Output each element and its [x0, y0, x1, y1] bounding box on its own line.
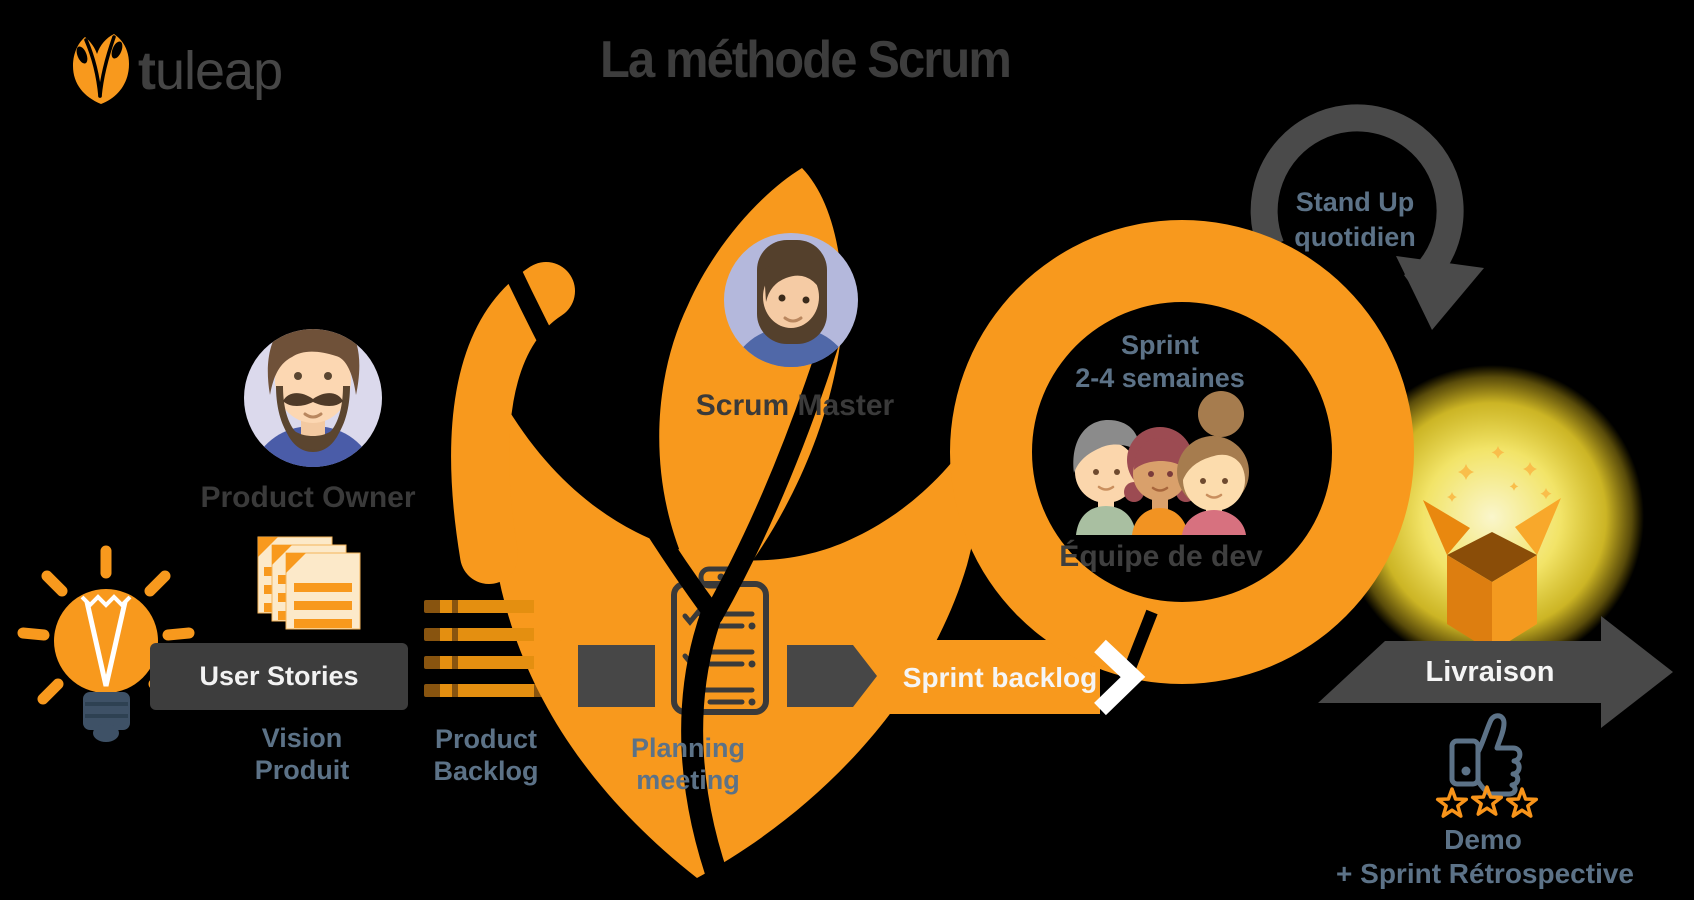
- product-owner-label: Product Owner: [200, 481, 416, 514]
- product-backlog-line2: Backlog: [433, 756, 539, 786]
- planning-meeting-label: Planning meeting: [631, 732, 745, 796]
- thumbs-up-icon: [1449, 713, 1523, 797]
- dev-team-avatars: [1073, 391, 1249, 535]
- rating-stars-icon: [1435, 785, 1539, 818]
- standup-line1: Stand Up: [1295, 187, 1415, 217]
- dev-team-label: Équipe de dev: [1059, 540, 1263, 573]
- product-owner-avatar: [244, 329, 382, 467]
- standup-loop-icon: [1250, 104, 1484, 330]
- tuleap-logo-icon: [73, 34, 129, 104]
- flow-chevron-icon: [1094, 639, 1146, 716]
- planning-line1: Planning: [631, 733, 745, 763]
- livraison-label: Livraison: [1425, 656, 1555, 688]
- brand-rest: uleap: [154, 41, 283, 101]
- standup-line2: quotidien: [1294, 222, 1416, 252]
- sprint-line1: Sprint: [1120, 330, 1199, 360]
- retrospective-label: + Sprint Rétrospective: [1336, 858, 1634, 889]
- scrum-master-label: Scrum Master: [695, 389, 895, 422]
- page-title: La méthode Scrum: [600, 31, 1012, 89]
- product-backlog-line1: Product: [434, 724, 538, 754]
- vision-produit-label: Vision Produit: [255, 722, 350, 786]
- sprint-backlog-label: Sprint backlog: [902, 662, 1098, 693]
- product-backlog-label: Product Backlog: [433, 723, 538, 787]
- planning-line2: meeting: [636, 765, 740, 795]
- vision-line2: Produit: [254, 755, 350, 785]
- forward-arrow-icon: [787, 645, 877, 707]
- brand-wordmark: tuleap: [138, 40, 283, 102]
- release-glow: [1340, 365, 1644, 669]
- livraison-arrow: [1318, 616, 1673, 728]
- backlog-list-icon: [424, 600, 562, 697]
- standup-label: Stand Up quotidien: [1294, 185, 1415, 255]
- sprint-duration-label: Sprint 2-4 semaines: [1075, 329, 1245, 395]
- sprint-line2: 2-4 semaines: [1075, 363, 1245, 393]
- story-cards-icon: [257, 536, 361, 630]
- demo-label: Demo: [1444, 824, 1522, 855]
- sparkles: [1447, 446, 1552, 502]
- scrum-master-avatar: [724, 233, 858, 367]
- vision-line1: Vision: [261, 723, 343, 753]
- forward-block-icon: [578, 645, 655, 707]
- release-box-icon: [1423, 446, 1561, 652]
- tulip-shape: [489, 220, 1414, 878]
- user-stories-banner: User Stories: [150, 643, 408, 710]
- user-stories-label: User Stories: [199, 661, 359, 691]
- tulip-cut-lines: [499, 160, 1158, 900]
- brand-bold-letter: t: [138, 41, 156, 101]
